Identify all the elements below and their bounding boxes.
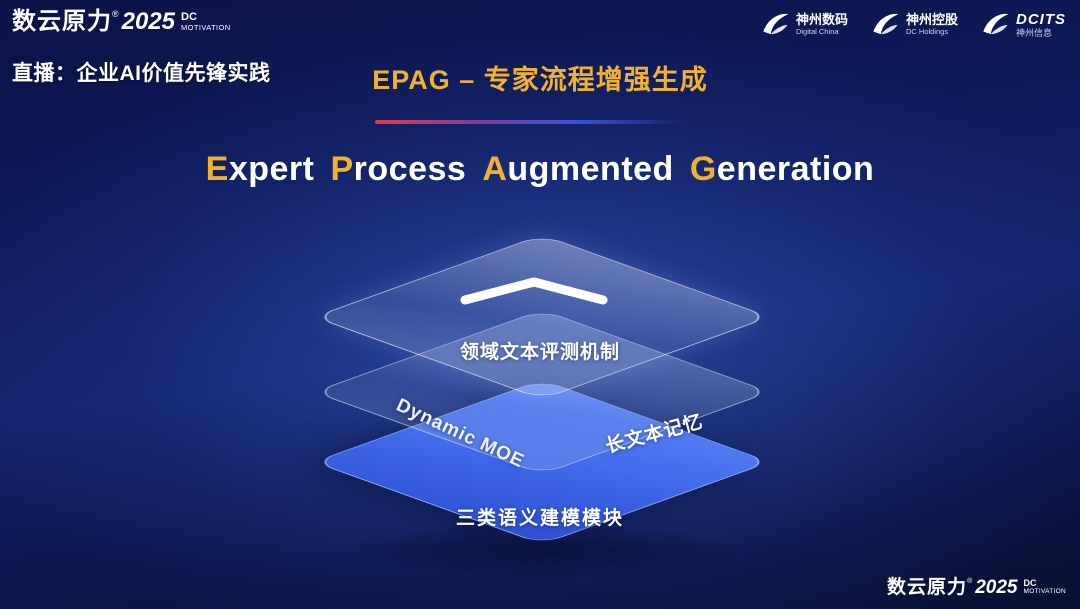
brand-name: 数云原力 <box>12 8 112 35</box>
main-title: Expert Process Augmented Generation <box>0 150 1080 189</box>
title-initial: G <box>689 150 717 188</box>
title-word-rest: rocess <box>353 150 467 188</box>
title-initial: E <box>205 150 229 188</box>
title-initial: A <box>482 150 508 188</box>
title-word: Expert <box>206 150 315 188</box>
swoosh-icon <box>763 13 789 35</box>
title-word: Generation <box>690 150 875 188</box>
brand-tagline-line2: MOTIVATION <box>181 22 231 32</box>
title-word-rest: xpert <box>228 150 315 188</box>
partner-dcits: DCITS 神州信息 <box>980 10 1066 40</box>
chevron-up-icon <box>460 277 608 305</box>
brand-tagline-line2: MOTIVATION <box>1023 587 1066 595</box>
title-word-rest: ugmented <box>507 150 674 188</box>
partner-subtitle: DC Holdings <box>905 27 949 37</box>
title-word: Augmented <box>482 150 674 188</box>
brand-tagline-line1: DC <box>1023 578 1037 589</box>
swoosh-icon <box>873 13 899 35</box>
bottom-layer-label: 三类语义建模模块 <box>455 508 624 529</box>
partner-name: 神州数码 <box>795 12 848 28</box>
swoosh-icon <box>983 13 1009 35</box>
brand-tagline: DC MOTIVATION <box>1023 578 1066 595</box>
brand-year: 2025 <box>975 577 1018 598</box>
registered-mark: ® <box>112 9 119 19</box>
brand-tagline-line1: DC <box>181 11 197 24</box>
brand-year: 2025 <box>121 8 176 35</box>
registered-mark: ® <box>967 578 973 585</box>
brand-logo-bottom-right: 数云原力 ® 2025 DC MOTIVATION <box>887 578 1066 597</box>
partner-subtitle: Digital China <box>795 27 839 37</box>
partner-dc-holdings: 神州控股 DC Holdings <box>870 10 958 40</box>
partner-digital-china: 神州数码 Digital China <box>760 10 848 40</box>
slide-title: EPAG – 专家流程增强生成 <box>372 65 708 95</box>
title-word: Process <box>330 150 466 188</box>
top-layer-label: 领域文本评测机制 <box>459 342 620 363</box>
brand-name: 数云原力 <box>887 577 968 598</box>
title-word-rest: eneration <box>716 150 875 188</box>
brand-tagline: DC MOTIVATION <box>181 12 231 31</box>
title-initial: P <box>330 150 354 188</box>
partner-logos: 神州数码 Digital China 神州控股 DC Holdings DCIT… <box>760 10 1066 40</box>
partner-name: 神州控股 <box>905 12 958 28</box>
brand-logo-top-left: 数云原力 ® 2025 DC MOTIVATION <box>12 10 231 34</box>
partner-name: DCITS <box>1016 11 1066 29</box>
partner-subtitle: 神州信息 <box>1016 28 1053 39</box>
title-underline-gradient <box>375 120 683 124</box>
live-stream-label: 直播：企业AI价值先锋实践 <box>12 62 271 85</box>
